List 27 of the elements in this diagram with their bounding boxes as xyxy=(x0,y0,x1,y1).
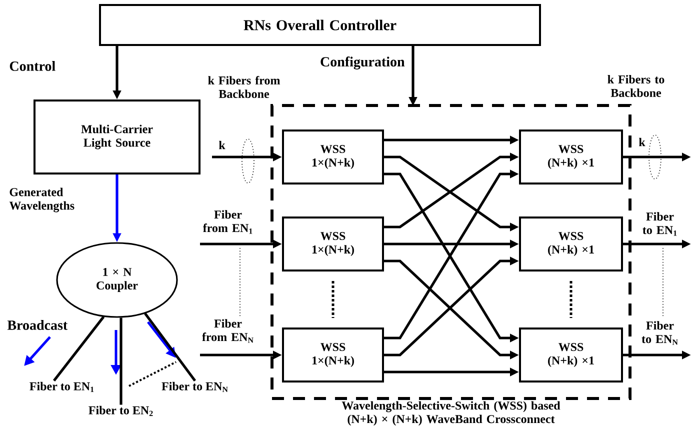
edge-label: k xyxy=(638,138,646,146)
wss-box: WSS 1×(N+k) xyxy=(282,130,384,184)
text-label: k Fibers from Backbone xyxy=(208,76,280,98)
edge-label: Fiber from EN$_{N}$ xyxy=(202,319,254,343)
edge-label: Fiber from EN$_{1}$ xyxy=(202,210,252,234)
line xyxy=(144,312,196,382)
text-label: Broadcast xyxy=(7,320,68,330)
frame-label: Wavelength-Selective-Switch (WSS) based (N+k) × (N+k) WaveBand Crossconnect xyxy=(342,401,560,426)
fiber-label: Fiber to EN$_{1}$ xyxy=(30,382,94,392)
fiber-label: Fiber to EN$_{2}$ xyxy=(88,406,153,416)
edge-label: k xyxy=(218,140,226,150)
text-label: k Fibers to Backbone xyxy=(608,75,664,97)
line xyxy=(120,318,122,405)
wss-box: WSS 1×(N+k) xyxy=(282,328,384,382)
process-box: RNs Overall Controller xyxy=(99,4,541,46)
fiber-label: Fiber to EN$_{N}$ xyxy=(162,382,228,392)
wss-box: WSS (N+k) ×1 xyxy=(519,328,623,382)
edge-label: Fiber to EN$_{N}$ xyxy=(642,321,678,345)
wss-box: WSS 1×(N+k) xyxy=(282,216,384,272)
edge-label: Configuration xyxy=(320,56,405,70)
wss-box: WSS (N+k) ×1 xyxy=(519,216,623,272)
process-box: Multi-Carrier Light Source xyxy=(34,100,200,174)
wss-box: WSS (N+k) ×1 xyxy=(519,130,623,184)
edge-label: Fiber to EN$_{1}$ xyxy=(642,212,677,236)
line xyxy=(52,316,105,382)
edge-label: Generated Wavelengths xyxy=(9,188,74,212)
edge-label: Control xyxy=(10,61,56,71)
